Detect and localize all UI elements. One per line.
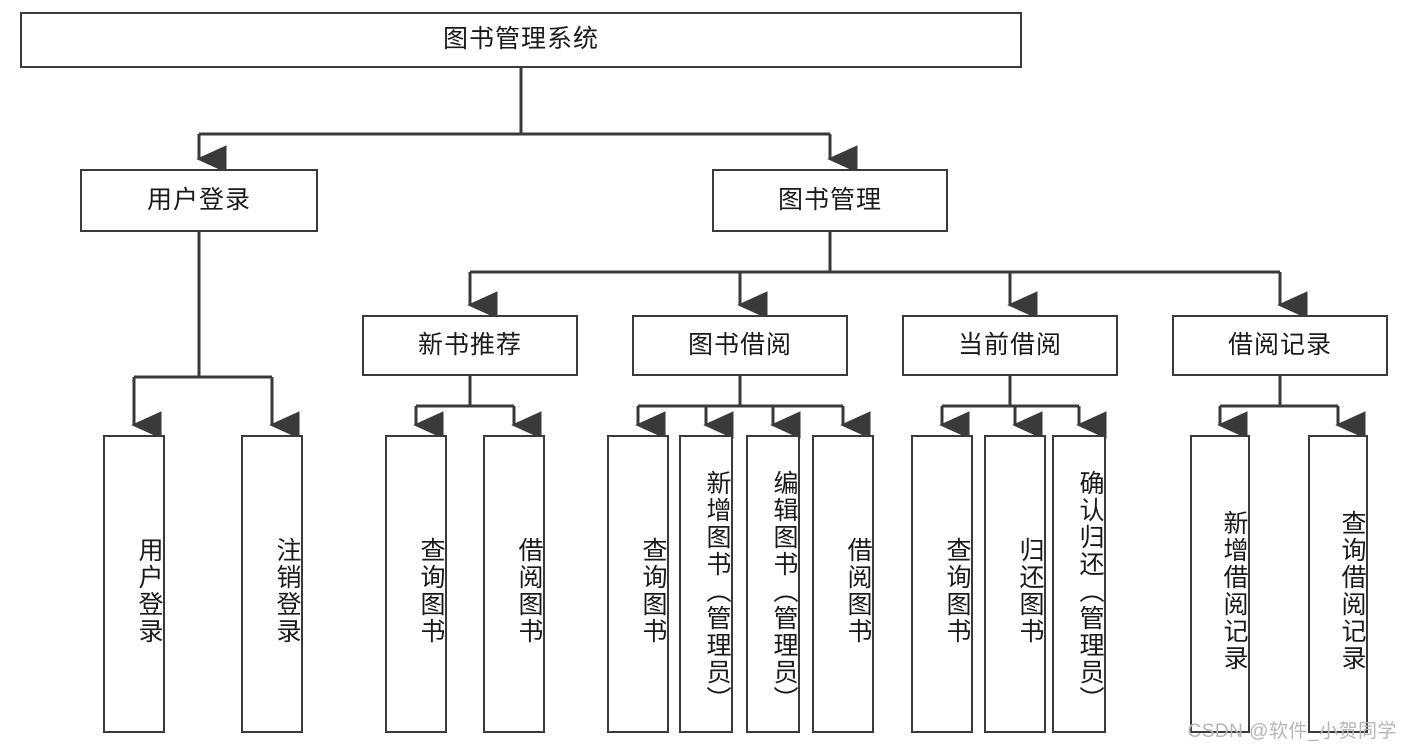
node-label: 编辑图书（管理员） xyxy=(770,469,798,713)
leaf-query-book-recommend[interactable]: 查询图书 xyxy=(385,435,447,733)
node-borrow-record[interactable]: 借阅记录 xyxy=(1172,315,1388,376)
node-label: 注销登录 xyxy=(273,537,301,645)
leaf-user-login[interactable]: 用户登录 xyxy=(103,435,165,733)
node-label: 借阅图书 xyxy=(844,537,872,645)
node-label: 确认归还（管理员） xyxy=(1076,469,1104,713)
leaf-confirm-return-admin[interactable]: 确认归还（管理员） xyxy=(1052,435,1106,733)
leaf-user-logout[interactable]: 注销登录 xyxy=(241,435,303,733)
node-book-borrow[interactable]: 图书借阅 xyxy=(632,315,848,376)
node-label: 新增借阅记录 xyxy=(1220,510,1248,672)
leaf-return-book[interactable]: 归还图书 xyxy=(984,435,1046,733)
node-label: 借阅记录 xyxy=(1227,330,1332,359)
node-user-login[interactable]: 用户登录 xyxy=(80,169,318,232)
leaf-query-borrow-record[interactable]: 查询借阅记录 xyxy=(1308,435,1368,733)
leaf-borrow-book-recommend[interactable]: 借阅图书 xyxy=(483,435,545,733)
node-current-borrow[interactable]: 当前借阅 xyxy=(902,315,1118,376)
node-root-system[interactable]: 图书管理系统 xyxy=(20,12,1022,68)
node-label: 图书管理系统 xyxy=(442,25,599,54)
node-new-book-recommend[interactable]: 新书推荐 xyxy=(362,315,578,376)
leaf-query-book-borrow[interactable]: 查询图书 xyxy=(607,435,669,733)
node-label: 归还图书 xyxy=(1016,537,1044,645)
node-label: 查询借阅记录 xyxy=(1338,510,1366,672)
node-label: 用户登录 xyxy=(135,537,163,645)
node-label: 图书管理 xyxy=(777,185,882,214)
node-label: 查询图书 xyxy=(943,537,971,645)
node-label: 新增图书（管理员） xyxy=(703,469,731,713)
node-label: 借阅图书 xyxy=(515,537,543,645)
node-label: 新书推荐 xyxy=(417,330,522,359)
leaf-edit-book-admin[interactable]: 编辑图书（管理员） xyxy=(746,435,800,733)
leaf-add-borrow-record[interactable]: 新增借阅记录 xyxy=(1190,435,1250,733)
node-label: 当前借阅 xyxy=(957,330,1062,359)
node-label: 查询图书 xyxy=(417,537,445,645)
leaf-borrow-book[interactable]: 借阅图书 xyxy=(812,435,874,733)
leaf-add-book-admin[interactable]: 新增图书（管理员） xyxy=(679,435,733,733)
node-book-management[interactable]: 图书管理 xyxy=(712,169,948,232)
csdn-watermark: CSDN @软件_小贺同学 xyxy=(1187,721,1397,742)
node-label: 图书借阅 xyxy=(687,330,792,359)
leaf-query-book-current[interactable]: 查询图书 xyxy=(911,435,973,733)
node-label: 查询图书 xyxy=(639,537,667,645)
node-label: 用户登录 xyxy=(146,185,251,214)
